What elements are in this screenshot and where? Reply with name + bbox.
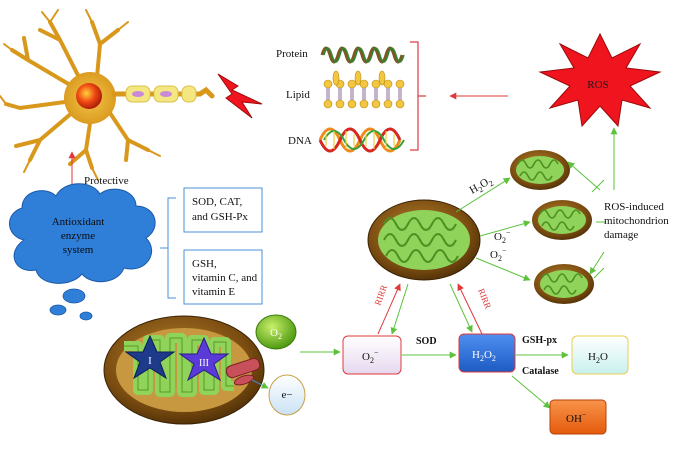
enzyme-text-2: and GSH-Px xyxy=(192,211,248,223)
superoxide-box xyxy=(342,335,402,375)
enzyme-bracket xyxy=(160,197,176,299)
oxygen-label: O2 xyxy=(270,327,282,341)
arrow-rirr-right-up xyxy=(457,283,483,335)
antioxidant-cloud xyxy=(9,183,156,284)
arrow-rirr-right-down xyxy=(449,283,473,333)
o2minus-upper-label-2: O2− xyxy=(490,246,507,263)
h2o2-upper-label: H2O2 xyxy=(468,174,496,198)
complex-three-label: III xyxy=(199,358,209,369)
sod-label: SOD xyxy=(416,336,437,347)
nucleus xyxy=(76,83,102,109)
ros-label: ROS xyxy=(587,79,608,91)
vitamins-text-1: GSH, xyxy=(192,258,217,270)
protein-helix xyxy=(320,46,405,64)
damage-bracket xyxy=(591,179,606,279)
hydrogen-peroxide-label: H2O2 xyxy=(472,349,496,363)
lipid-bilayer xyxy=(323,70,405,109)
o2minus-upper-label-1: O2− xyxy=(494,228,511,245)
mitochondrion-damaged-3 xyxy=(533,263,595,305)
dna-label: DNA xyxy=(288,135,312,147)
vitamins-box xyxy=(183,249,263,305)
complex-three-star-icon xyxy=(178,336,230,382)
mitochondrion-damaged-1 xyxy=(509,149,571,191)
electron-leak-channel xyxy=(225,357,261,386)
arrow-damage-to-mito-bottom xyxy=(589,251,605,275)
arrow-rirr-left-up xyxy=(377,283,401,335)
myelin-sheath xyxy=(125,85,197,103)
electron-label: e− xyxy=(281,389,292,401)
catalase-label: Catalase xyxy=(522,366,559,377)
lipid-label: Lipid xyxy=(286,89,310,101)
enzyme-text-1: SOD, CAT, xyxy=(192,196,242,208)
rirr-left-label: RIRR xyxy=(372,284,389,307)
biomolecule-bracket xyxy=(410,41,426,151)
arrow-to-mito-bottom xyxy=(475,257,531,281)
antioxidant-label-3: system xyxy=(63,244,94,256)
vitamins-text-2: vitamin C, and xyxy=(192,272,258,284)
arrow-to-mito-middle xyxy=(479,220,531,237)
ros-damage-label-1: ROS-induced xyxy=(604,201,664,213)
antioxidant-label-1: Antioxidant xyxy=(52,216,105,228)
mitochondrion-damaged-2 xyxy=(531,199,593,241)
enzyme-box xyxy=(183,187,263,233)
neuron-cell xyxy=(0,9,215,181)
vitamins-text-3: vitamin E xyxy=(192,286,235,298)
ros-star-icon xyxy=(538,32,662,128)
dna-helix xyxy=(318,127,405,153)
ros-damage-label-2: mitochondrion xyxy=(604,215,669,227)
rirr-right-label: RIRR xyxy=(476,287,493,310)
oxygen-ball xyxy=(255,314,297,350)
water-label: H2O xyxy=(588,351,608,365)
thought-bubbles xyxy=(49,288,93,321)
damage-lightning-icon xyxy=(217,73,263,119)
complex-one-label: I xyxy=(148,355,152,367)
superoxide-label: O2− xyxy=(362,348,379,365)
hydroxyl-box xyxy=(549,399,607,435)
hydrogen-peroxide-box xyxy=(458,333,516,373)
hydroxyl-label: OH− xyxy=(566,410,587,425)
protective-label: Protective xyxy=(84,175,129,187)
arrow-to-hydroxyl xyxy=(511,375,551,409)
arrow-to-mito-top xyxy=(455,177,511,213)
mitochondrion-center xyxy=(367,199,481,281)
antioxidant-label-2: enzyme xyxy=(61,230,95,242)
arrow-damage-to-mito-top xyxy=(567,161,601,191)
water-box xyxy=(571,335,629,375)
complex-one-star-icon xyxy=(124,334,176,380)
ros-damage-label-3: damage xyxy=(604,229,638,241)
electron-ball xyxy=(268,374,306,416)
arrow-rirr-left-down xyxy=(390,283,409,335)
arrow-leak-to-electron xyxy=(251,379,269,389)
gsh-px-label: GSH-px xyxy=(522,335,557,346)
protein-label: Protein xyxy=(276,48,308,60)
